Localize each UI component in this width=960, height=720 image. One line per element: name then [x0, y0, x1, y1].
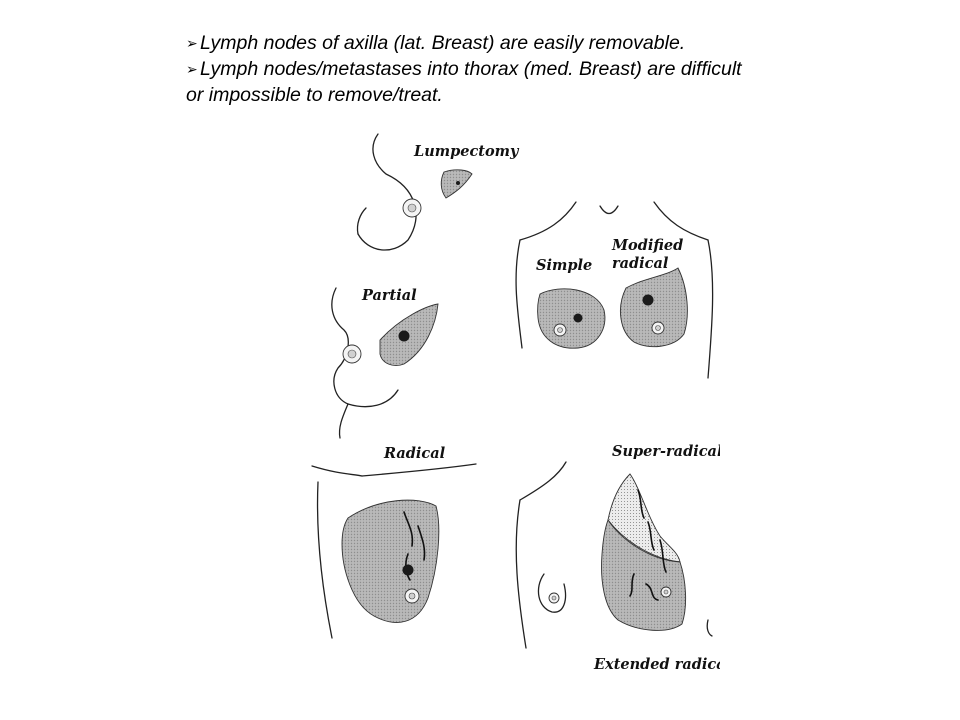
tumor-mark — [398, 330, 410, 342]
simple-and-modified-radical-illustration: Simple Modified radical — [515, 201, 714, 379]
label-radical: Radical — [383, 445, 446, 462]
super-radical-illustration: Super-radical Extended radical — [515, 443, 720, 673]
label-simple: Simple — [536, 257, 592, 274]
tumor-mark — [402, 564, 414, 576]
bullet-item-thorax: ➢Lymph nodes/metastases into thorax (med… — [186, 56, 886, 82]
label-modified-radical: Modified — [611, 237, 683, 254]
label-extended-radical: Extended radical — [593, 656, 720, 673]
bullet-item-continuation: or impossible to remove/treat. — [186, 82, 886, 108]
arrow-bullet-icon: ➢ — [186, 61, 198, 77]
mastectomy-types-figure: Lumpectomy Simple Modified radical Parti… — [308, 128, 720, 688]
tumor-mark — [642, 294, 654, 306]
label-partial: Partial — [361, 287, 417, 304]
partial-mastectomy-illustration: Partial — [331, 287, 439, 439]
bullet-text: or impossible to remove/treat. — [186, 84, 443, 106]
arrow-bullet-icon: ➢ — [186, 35, 198, 51]
bullet-item-axilla: ➢Lymph nodes of axilla (lat. Breast) are… — [186, 30, 886, 56]
radical-mastectomy-illustration: Radical — [311, 445, 477, 639]
label-super-radical: Super-radical — [612, 443, 720, 460]
lumpectomy-illustration: Lumpectomy — [356, 133, 520, 251]
bullet-text: Lymph nodes/metastases into thorax (med.… — [200, 58, 742, 80]
tumor-mark — [573, 313, 583, 323]
mastectomy-diagram: Lumpectomy Simple Modified radical Parti… — [311, 133, 720, 673]
tumor-mark — [456, 181, 460, 185]
label-modified-radical-2: radical — [612, 255, 669, 272]
bullet-text: Lymph nodes of axilla (lat. Breast) are … — [200, 32, 686, 54]
label-lumpectomy: Lumpectomy — [413, 143, 520, 160]
bullet-list: ➢Lymph nodes of axilla (lat. Breast) are… — [186, 30, 886, 108]
